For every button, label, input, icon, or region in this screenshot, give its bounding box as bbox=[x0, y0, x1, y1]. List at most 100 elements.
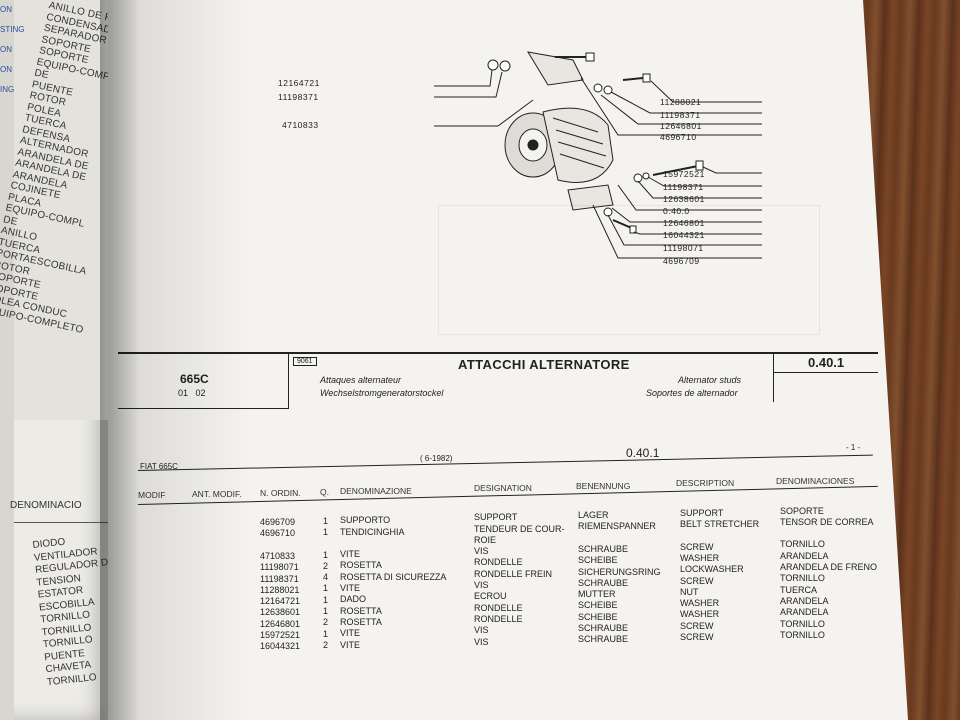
left-page-blue-text: ON STING ON ON ING bbox=[0, 0, 24, 100]
table-cell-den: DADO bbox=[340, 594, 367, 605]
show-through-box bbox=[438, 205, 820, 335]
title-french: Attaques alternateur bbox=[320, 375, 402, 385]
col-n-ordin: N. ORDIN. bbox=[260, 488, 301, 498]
diagram-label: 11198371 bbox=[278, 92, 319, 102]
left-page-word: ON bbox=[0, 5, 12, 14]
group-code: 9061 bbox=[293, 357, 317, 366]
table-cell-dens: ARANDELA bbox=[780, 550, 829, 561]
title-german: Wechselstromgeneratorstockel bbox=[320, 388, 444, 398]
table-cell-q: 1 bbox=[323, 526, 329, 537]
support-bracket bbox=[567, 184, 614, 211]
table-cell-des: RONDELLE FREIN bbox=[474, 568, 553, 579]
table-cell-des: VIS bbox=[474, 580, 489, 591]
left-page-upper bbox=[14, 0, 108, 420]
table-cell-q: 2 bbox=[323, 639, 329, 650]
table-cell-den: VITE bbox=[340, 628, 361, 639]
table-cell-dens: TORNILLO bbox=[780, 539, 825, 550]
diagram-label: 12164721 bbox=[278, 78, 320, 88]
header-bottom-rule bbox=[118, 408, 288, 409]
table-cell-q: 1 bbox=[323, 515, 329, 526]
table-cell-dens: ARANDELA DE FRENO bbox=[780, 562, 878, 573]
table-cell-descr: NUT bbox=[680, 586, 699, 597]
table-cell-ordin: 4696710 bbox=[260, 528, 296, 539]
header-top-rule bbox=[118, 352, 878, 354]
col-description: DESCRIPTION bbox=[676, 478, 735, 488]
left-page-word: ON bbox=[0, 45, 12, 54]
diagram-label: 12646801 bbox=[663, 218, 705, 228]
left-page-edge bbox=[0, 0, 14, 720]
table-cell-den: ROSETTA DI SICUREZZA bbox=[340, 571, 447, 582]
table-cell-des: VIS bbox=[474, 546, 489, 557]
table-cell-des: RONDELLE bbox=[474, 557, 523, 568]
table-cell-ordin: 4696709 bbox=[260, 517, 296, 527]
table-cell-q: 2 bbox=[323, 617, 329, 628]
table-cell-den: TENDICINGHIA bbox=[340, 526, 405, 537]
col-ant-modif: ANT. MODIF. bbox=[192, 489, 242, 499]
catalog-page: 12164721 11198371 4710833 11288021 11198… bbox=[108, 0, 908, 720]
table-cell-den: ROSETTA bbox=[340, 605, 382, 616]
diagram-label: 15972521 bbox=[663, 169, 705, 179]
table-cell-des: ECROU bbox=[474, 591, 507, 602]
diagram-label: 0.40.0 bbox=[663, 206, 690, 216]
model-variants: 01 02 bbox=[178, 388, 206, 398]
table-cell-dens: TORNILLO bbox=[780, 618, 825, 629]
col-denominaciones: DENOMINACIONES bbox=[776, 476, 855, 486]
diagram-label: 11288021 bbox=[660, 97, 702, 107]
col-benennung: BENENNUNG bbox=[576, 481, 631, 491]
table-cell-dens: TUERCA bbox=[780, 584, 818, 595]
table-cell-descr: WASHER bbox=[680, 552, 720, 563]
left-page-word: ON bbox=[0, 65, 12, 74]
table-cell-descr: SCREW bbox=[680, 620, 714, 631]
table-cell-ordin: 11288021 bbox=[260, 584, 300, 595]
table-cell-ben: SCHEIBE bbox=[578, 611, 618, 622]
title-spanish: Soportes de alternador bbox=[646, 388, 738, 398]
table-cell-dens: TORNILLO bbox=[780, 629, 825, 640]
header-divider bbox=[773, 372, 878, 373]
table-cell-descr: LOCKWASHER bbox=[680, 564, 744, 575]
table-cell-ben: SCHRAUBE bbox=[578, 577, 629, 588]
model-label: 665C bbox=[180, 372, 209, 386]
col-designation: DESIGNATION bbox=[474, 483, 532, 493]
table-cell-den: VITE bbox=[340, 583, 361, 594]
table-cell-ben: SCHEIBE bbox=[578, 600, 618, 611]
left-page-word: STING bbox=[0, 25, 25, 34]
col-q: Q. bbox=[320, 487, 329, 497]
table-cell-q: 1 bbox=[323, 606, 329, 616]
table-cell-des: SUPPORT bbox=[474, 512, 518, 523]
table-cell-den: ROSETTA bbox=[340, 616, 382, 627]
table-cell-q: 1 bbox=[323, 594, 329, 605]
diagram-label: 4696709 bbox=[663, 256, 700, 266]
left-page-column-header: DENOMINACIO bbox=[10, 500, 82, 511]
table-cell-den: SUPPORTO bbox=[340, 515, 391, 526]
table-cell-des: ROIE bbox=[474, 534, 497, 545]
table-cell-ordin: 15972521 bbox=[260, 630, 301, 640]
table-cell-ben: LAGER bbox=[578, 510, 609, 520]
table-cell-ben: SCHRAUBE bbox=[578, 543, 629, 554]
table-cell-des: TENDEUR DE COUR- bbox=[474, 523, 565, 534]
header-divider bbox=[288, 352, 289, 409]
list-top-rule bbox=[138, 454, 873, 471]
table-cell-ben: SICHERUNGSRING bbox=[578, 566, 661, 577]
table-cell-descr: BELT STRETCHER bbox=[680, 519, 760, 530]
diagram-label: 4710833 bbox=[282, 120, 319, 130]
table-cell-q: 2 bbox=[323, 560, 329, 571]
table-cell-den: ROSETTA bbox=[340, 560, 382, 571]
table-cell-ben: RIEMENSPANNER bbox=[578, 521, 656, 532]
table-cell-ben: SCHRAUBE bbox=[578, 623, 629, 633]
table-cell-descr: SCREW bbox=[680, 632, 714, 643]
table-cell-ben: SCHEIBE bbox=[578, 555, 618, 566]
col-modif: MODIF bbox=[138, 490, 166, 500]
table-cell-des: VIS bbox=[474, 636, 489, 647]
date-label: ( 6-1982) bbox=[420, 454, 453, 463]
table-cell-descr: SCREW bbox=[680, 541, 714, 552]
table-cell-des: VIS bbox=[474, 625, 489, 636]
table-cell-ordin: 12164721 bbox=[260, 596, 301, 607]
table-cell-den: VITE bbox=[340, 639, 361, 650]
title-english: Alternator studs bbox=[678, 375, 742, 385]
diagram-label: 11198371 bbox=[660, 110, 701, 120]
table-cell-q: 1 bbox=[323, 628, 329, 639]
left-page-word: ING bbox=[0, 85, 15, 94]
table-cell-ordin: 11198371 bbox=[260, 573, 299, 584]
